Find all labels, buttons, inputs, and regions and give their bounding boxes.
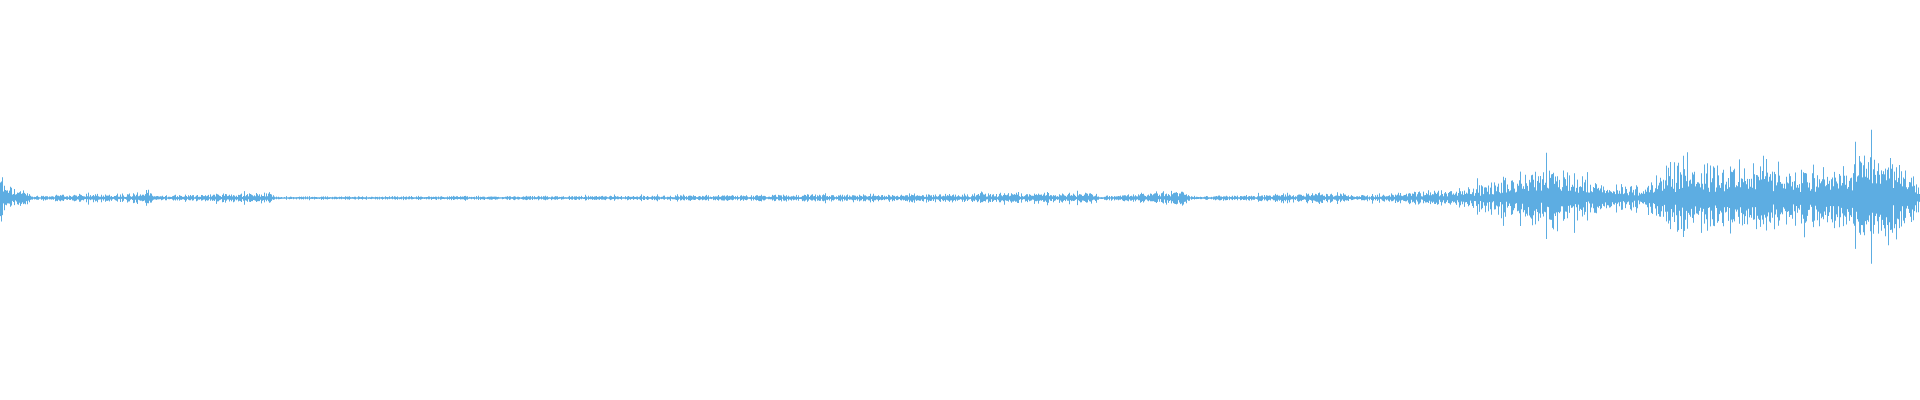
waveform-trace	[0, 129, 1920, 264]
